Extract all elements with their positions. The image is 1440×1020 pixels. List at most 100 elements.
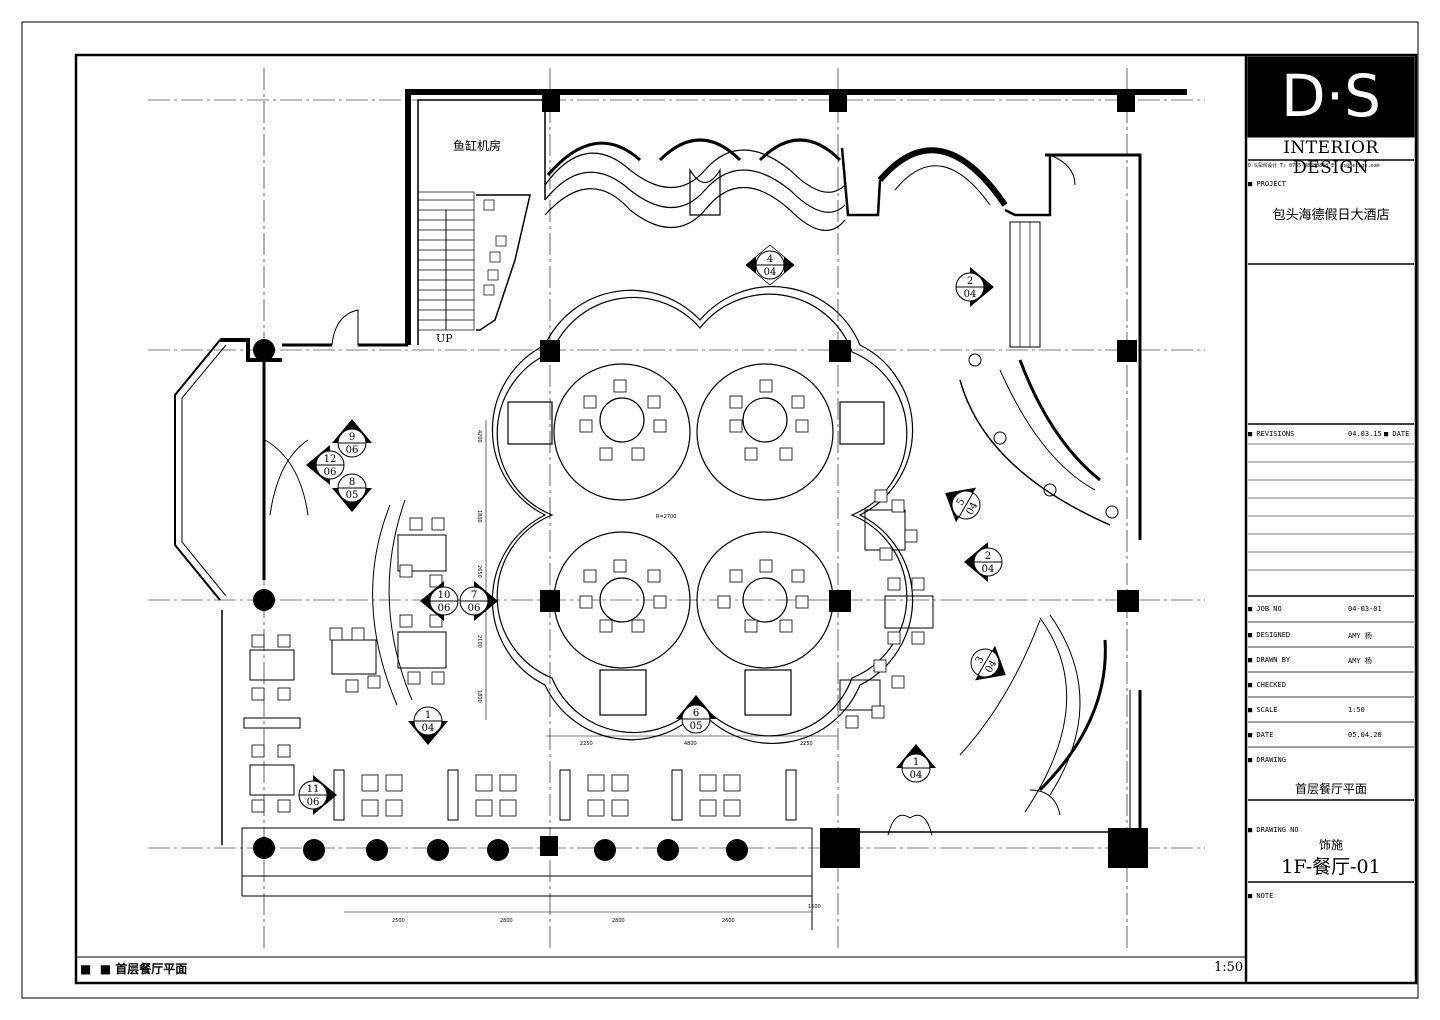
chairs-east: [845, 489, 925, 729]
note-label: ■ NOTE: [1248, 892, 1274, 900]
callout-num: 8: [349, 477, 355, 488]
callout-sheet: 04: [422, 723, 435, 734]
booth-lamps: [968, 353, 1119, 519]
stair-up-label: UP: [436, 332, 453, 345]
project-label: ■ PROJECT: [1248, 180, 1286, 188]
room-label-fishtank: 鱼缸机房: [453, 138, 501, 153]
callout-marker: 104: [896, 744, 936, 783]
revisions-label: ■ REVISIONS: [1248, 430, 1295, 438]
contact-line: D·S深圳设计 T: 0755-88888888 E: ds@design.co…: [1248, 163, 1380, 169]
drawing-name: 首层餐厅平面: [1294, 782, 1367, 796]
callout-marker: 504: [945, 487, 981, 523]
job-no: 04-03-01: [1348, 605, 1382, 613]
checked-label: ■ CHECKED: [1248, 681, 1286, 689]
svg-text:2250: 2250: [800, 741, 813, 747]
callout-sheet: 06: [307, 797, 320, 808]
callout-sheet: 04: [910, 770, 923, 781]
svg-text:2500: 2500: [392, 918, 405, 924]
svg-text:1800: 1800: [476, 690, 482, 703]
west-booths: [243, 499, 447, 796]
callout-num: 1: [913, 757, 919, 768]
callout-num: 1: [425, 710, 431, 721]
chairs-central: [579, 379, 809, 633]
callout-sheet: 05: [690, 721, 703, 732]
plan-scale: 1:50: [1214, 960, 1244, 975]
callout-sheet: 04: [982, 564, 995, 575]
callout-num: 9: [349, 432, 355, 443]
callout-num: 4: [767, 254, 773, 265]
callout-sheet: 06: [438, 603, 451, 614]
drawing-label: ■ DRAWING: [1248, 756, 1286, 764]
title-block-frame: [1247, 56, 1415, 883]
revision-date: 04.03.15: [1348, 430, 1382, 438]
stair: [417, 191, 531, 331]
date-label: ■ DATE: [1384, 430, 1410, 438]
callout-num: 2: [985, 551, 991, 562]
svg-text:2650: 2650: [476, 565, 482, 578]
callout-num: 2: [967, 276, 973, 287]
drawing-no-label: ■ DRAWING NO: [1248, 826, 1299, 834]
title-block: D·S INTERIOR DESIGN D·S深圳设计 T: 0755-8888…: [1248, 56, 1414, 984]
dimension-labels: 2500 2800 2800 2600 1500 2250 4800 2250 …: [392, 430, 821, 924]
svg-text:2800: 2800: [612, 918, 625, 924]
callout-num: 3: [974, 655, 987, 666]
callout-sheet: 06: [346, 445, 359, 456]
callout-num: 10: [438, 590, 451, 601]
callout-marker: 706: [459, 581, 498, 621]
facade-columns: [303, 839, 748, 861]
south-facade: [241, 827, 813, 930]
callout-marker: 605: [676, 695, 716, 734]
svg-text:1800: 1800: [476, 510, 482, 523]
callout-sheet: 04: [964, 289, 977, 300]
designed-by: AMY 杨: [1348, 632, 1372, 640]
callout-marker: 204: [955, 267, 994, 307]
svg-text:2600: 2600: [722, 918, 735, 924]
callout-sheet: 06: [324, 467, 337, 478]
callout-marker: 304: [970, 645, 1006, 681]
designed-label: ■ DESIGNED: [1248, 631, 1291, 639]
svg-text:R=2700: R=2700: [656, 514, 676, 520]
svg-text:4800: 4800: [684, 741, 697, 747]
scale-label: ■ SCALE: [1248, 706, 1278, 714]
drawn-by: AMY 杨: [1348, 657, 1372, 665]
dimension-lines: [344, 420, 838, 913]
callout-num: 7: [471, 590, 477, 601]
callout-marker: 404: [745, 244, 795, 286]
company-logo: D·S: [1281, 62, 1381, 130]
callout-sheet: 04: [764, 267, 777, 278]
callout-num: 11: [307, 784, 320, 795]
callout-num: 12: [324, 454, 337, 465]
project-name: 包头海德假日大酒店: [1272, 208, 1390, 223]
callout-sheet: 06: [468, 603, 481, 614]
callout-marker: 204: [964, 542, 1003, 582]
date2-value: 05.04.20: [1348, 731, 1382, 739]
south-tables: [333, 769, 797, 821]
callout-num: 6: [693, 708, 699, 719]
svg-text:4200: 4200: [476, 430, 482, 443]
job-no-label: ■ JOB NO: [1248, 605, 1282, 613]
callout-num: 5: [955, 497, 968, 508]
drawing-type: 饰施: [1318, 838, 1343, 852]
drawn-label: ■ DRAWN BY: [1248, 656, 1291, 664]
walls: [174, 89, 1187, 845]
plan-title-text: 首层餐厅平面: [115, 962, 188, 976]
inner-border: [74, 53, 1418, 985]
chairs-south: [361, 774, 741, 817]
scale-value: 1:50: [1348, 706, 1365, 714]
east-booths: [839, 359, 1111, 813]
outer-border: [21, 21, 1419, 999]
svg-text:2100: 2100: [476, 635, 482, 648]
company-name: INTERIOR DESIGN: [1283, 138, 1379, 178]
callout-marker: 805: [332, 473, 372, 512]
svg-text:1500: 1500: [808, 904, 821, 910]
columns: [253, 94, 1148, 868]
callout-marker: 104: [408, 706, 448, 745]
svg-text:2800: 2800: [500, 918, 513, 924]
plan-title: ■ ■ 首层餐厅平面: [80, 962, 188, 976]
doors: [264, 154, 1076, 836]
central-dining: [491, 286, 914, 744]
